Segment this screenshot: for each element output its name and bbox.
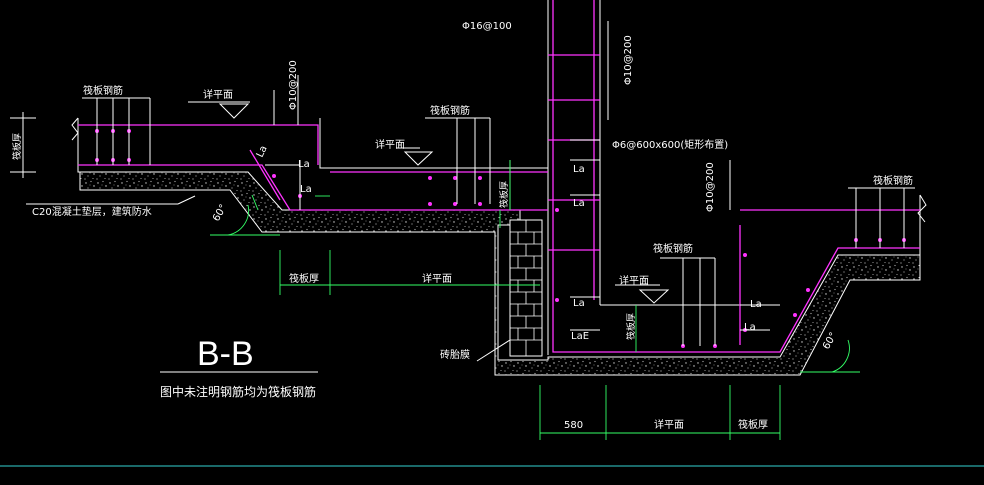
label-dim-580: 580 [564,420,583,431]
label-la-7: La [750,299,762,310]
label-la-8: La [744,322,756,333]
label-la-2: La [298,159,310,170]
label-cushion-note: C20混凝土垫层，建筑防水 [32,205,152,218]
label-see-plan-3: 详平面 [619,274,649,287]
label-raft-thk-pit: 筏板厚 [625,313,637,340]
label-la-6: La [573,298,585,309]
label-see-plan-dim2: 详平面 [654,418,684,431]
rebar-lines [78,0,920,353]
label-see-plan-dim: 详平面 [422,272,452,285]
label-stirrup-col: Φ16@100 [462,21,512,32]
label-tie-bar: Φ6@600x600(矩形布置) [612,138,728,151]
label-brick-wall: 砖胎膜 [440,348,470,361]
label-bar-10-200-a: Φ10@200 [288,60,299,110]
label-raft-rebar-left: 筏板钢筋 [83,84,123,97]
label-bar-10-200-b: Φ10@200 [623,35,634,85]
label-see-plan-2: 详平面 [375,138,405,151]
drawing-note: 图中未注明钢筋均为筏板钢筋 [160,384,316,399]
label-bar-10-200-c: Φ10@200 [705,162,716,212]
label-la-1: La [255,144,270,159]
label-angle-right: 60° [821,331,839,352]
labels: 筏板钢筋 详平面 Φ10@200 筏板厚 La La La C20混凝土垫层，建… [11,21,913,431]
label-la-5: La [573,198,585,209]
label-lae: LaE [571,331,589,342]
brick-wall [509,219,543,357]
level-markers [218,103,670,304]
label-raft-thk-mid: 筏板厚 [498,181,510,208]
concrete-cushion [79,171,921,376]
dimension-lines [210,160,860,440]
structure-outline [10,0,927,355]
label-la-3: La [300,184,312,195]
section-title: B-B [197,335,254,373]
la-leaders [265,159,770,331]
rebar-dots [95,129,906,348]
label-angle-left: 60° [211,203,229,224]
label-la-4: La [573,164,585,175]
label-see-plan-1: 详平面 [203,88,233,101]
leader-lines [26,21,915,362]
label-raft-thk-left: 筏板厚 [11,133,23,160]
label-raft-thk-dim: 筏板厚 [289,272,319,285]
label-raft-rebar-right: 筏板钢筋 [873,174,913,187]
label-raft-rebar-mid: 筏板钢筋 [430,104,470,117]
label-raft-rebar-pit: 筏板钢筋 [653,242,693,255]
label-raft-thk-dim2: 筏板厚 [738,418,768,431]
section-title-block: B-B 图中未注明钢筋均为筏板钢筋 [160,335,318,399]
